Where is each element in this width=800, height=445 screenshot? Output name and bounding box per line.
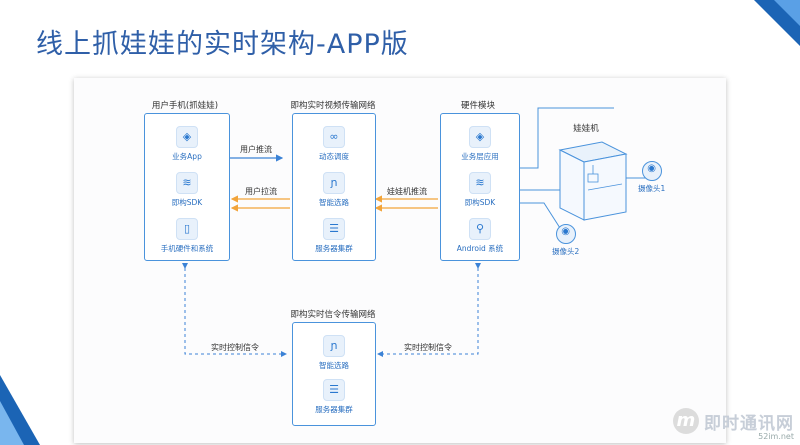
cube-icon: ◈ [176,126,198,148]
watermark-text: 即时通讯网 [704,413,794,434]
hardware-item-android: ⚲ Android 系统 [441,218,519,254]
video-item-route: ɲ 智能选路 [293,172,375,208]
hardware-box: ◈ 业务层应用 ≋ 即构SDK ⚲ Android 系统 [440,113,520,261]
hardware-item-app: ◈ 业务层应用 [441,126,519,162]
stack-icon: ≋ [469,172,491,194]
camera-icon: ◉ [555,224,576,244]
corner-decoration-bottom-left-inner [0,401,24,445]
hardware-item-app-label: 业务层应用 [461,152,499,161]
camera-2: ◉ 摄像头2 [552,224,579,257]
hardware-box-title: 硬件模块 [460,101,496,111]
server-icon: ☰ [323,379,345,401]
label-user-push: 用户推流 [240,145,272,154]
signal-item-route: ɲ 智能选路 [293,335,375,371]
phone-item-sdk-label: 即构SDK [171,198,203,207]
phone-item-hardware-label: 手机硬件和系统 [160,244,214,253]
claw-machine-icon [558,141,628,221]
label-user-pull: 用户拉流 [245,187,277,196]
signal-item-route-label: 智能选路 [319,361,349,370]
label-machine-push: 娃娃机推流 [387,187,427,196]
phone-item-hardware: ▯ 手机硬件和系统 [145,218,229,254]
server-icon: ☰ [323,218,345,240]
hardware-item-android-label: Android 系统 [456,244,504,253]
video-item-dispatch: ∞ 动态调度 [293,126,375,162]
stack-icon: ≋ [176,172,198,194]
hardware-item-sdk-label: 即构SDK [464,198,496,207]
video-item-cluster-label: 服务器集群 [315,244,353,253]
video-item-route-label: 智能选路 [319,198,349,207]
android-icon: ⚲ [469,218,491,240]
architecture-diagram: 用户手机(抓娃娃) ◈ 业务App ≋ 即构SDK ▯ 手机硬件和系统 即构实时… [74,78,726,443]
link-icon: ∞ [323,126,345,148]
slide-title: 线上抓娃娃的实时架构-APP版 [36,29,409,60]
phone-item-sdk: ≋ 即构SDK [145,172,229,208]
video-network-title: 即构实时视频传输网络 [290,101,376,111]
hardware-item-sdk: ≋ 即构SDK [441,172,519,208]
video-item-dispatch-label: 动态调度 [319,152,349,161]
cube-icon: ◈ [469,126,491,148]
watermark-url: 52im.net [758,432,794,441]
phone-box: ◈ 业务App ≋ 即构SDK ▯ 手机硬件和系统 [144,113,230,261]
video-network-box: ∞ 动态调度 ɲ 智能选路 ☰ 服务器集群 [292,113,376,261]
camera-icon: ◉ [641,161,662,181]
phone-item-app-label: 业务App [172,152,202,161]
signal-item-cluster: ☰ 服务器集群 [293,379,375,415]
dashed-ctrl-left [182,263,287,357]
watermark: m 即时通讯网 52im.net [672,408,794,441]
label-ctrl-left: 实时控制信令 [211,343,259,352]
corner-decoration-top-right-inner [774,0,800,26]
watermark-logo: m [672,408,699,434]
signal-item-cluster-label: 服务器集群 [315,405,353,414]
claw-machine-label: 娃娃机 [573,124,599,134]
camera-1: ◉ 摄像头1 [638,161,665,194]
hardware-machine-link-bottom [519,202,561,229]
label-ctrl-right: 实时控制信令 [404,343,452,352]
video-item-cluster: ☰ 服务器集群 [293,218,375,254]
signal-network-box: ɲ 智能选路 ☰ 服务器集群 [292,322,376,426]
route-icon: ɲ [323,335,345,357]
route-icon: ɲ [323,172,345,194]
phone-item-app: ◈ 业务App [145,126,229,162]
signal-network-title: 即构实时信令传输网络 [290,310,376,320]
diagram-connectors [182,107,646,357]
phone-icon: ▯ [176,218,198,240]
dashed-ctrl-right [377,263,481,357]
phone-box-title: 用户手机(抓娃娃) [151,101,219,111]
camera-1-label: 摄像头1 [638,184,666,193]
hardware-machine-link-top [519,107,614,169]
camera-2-label: 摄像头2 [552,247,580,256]
